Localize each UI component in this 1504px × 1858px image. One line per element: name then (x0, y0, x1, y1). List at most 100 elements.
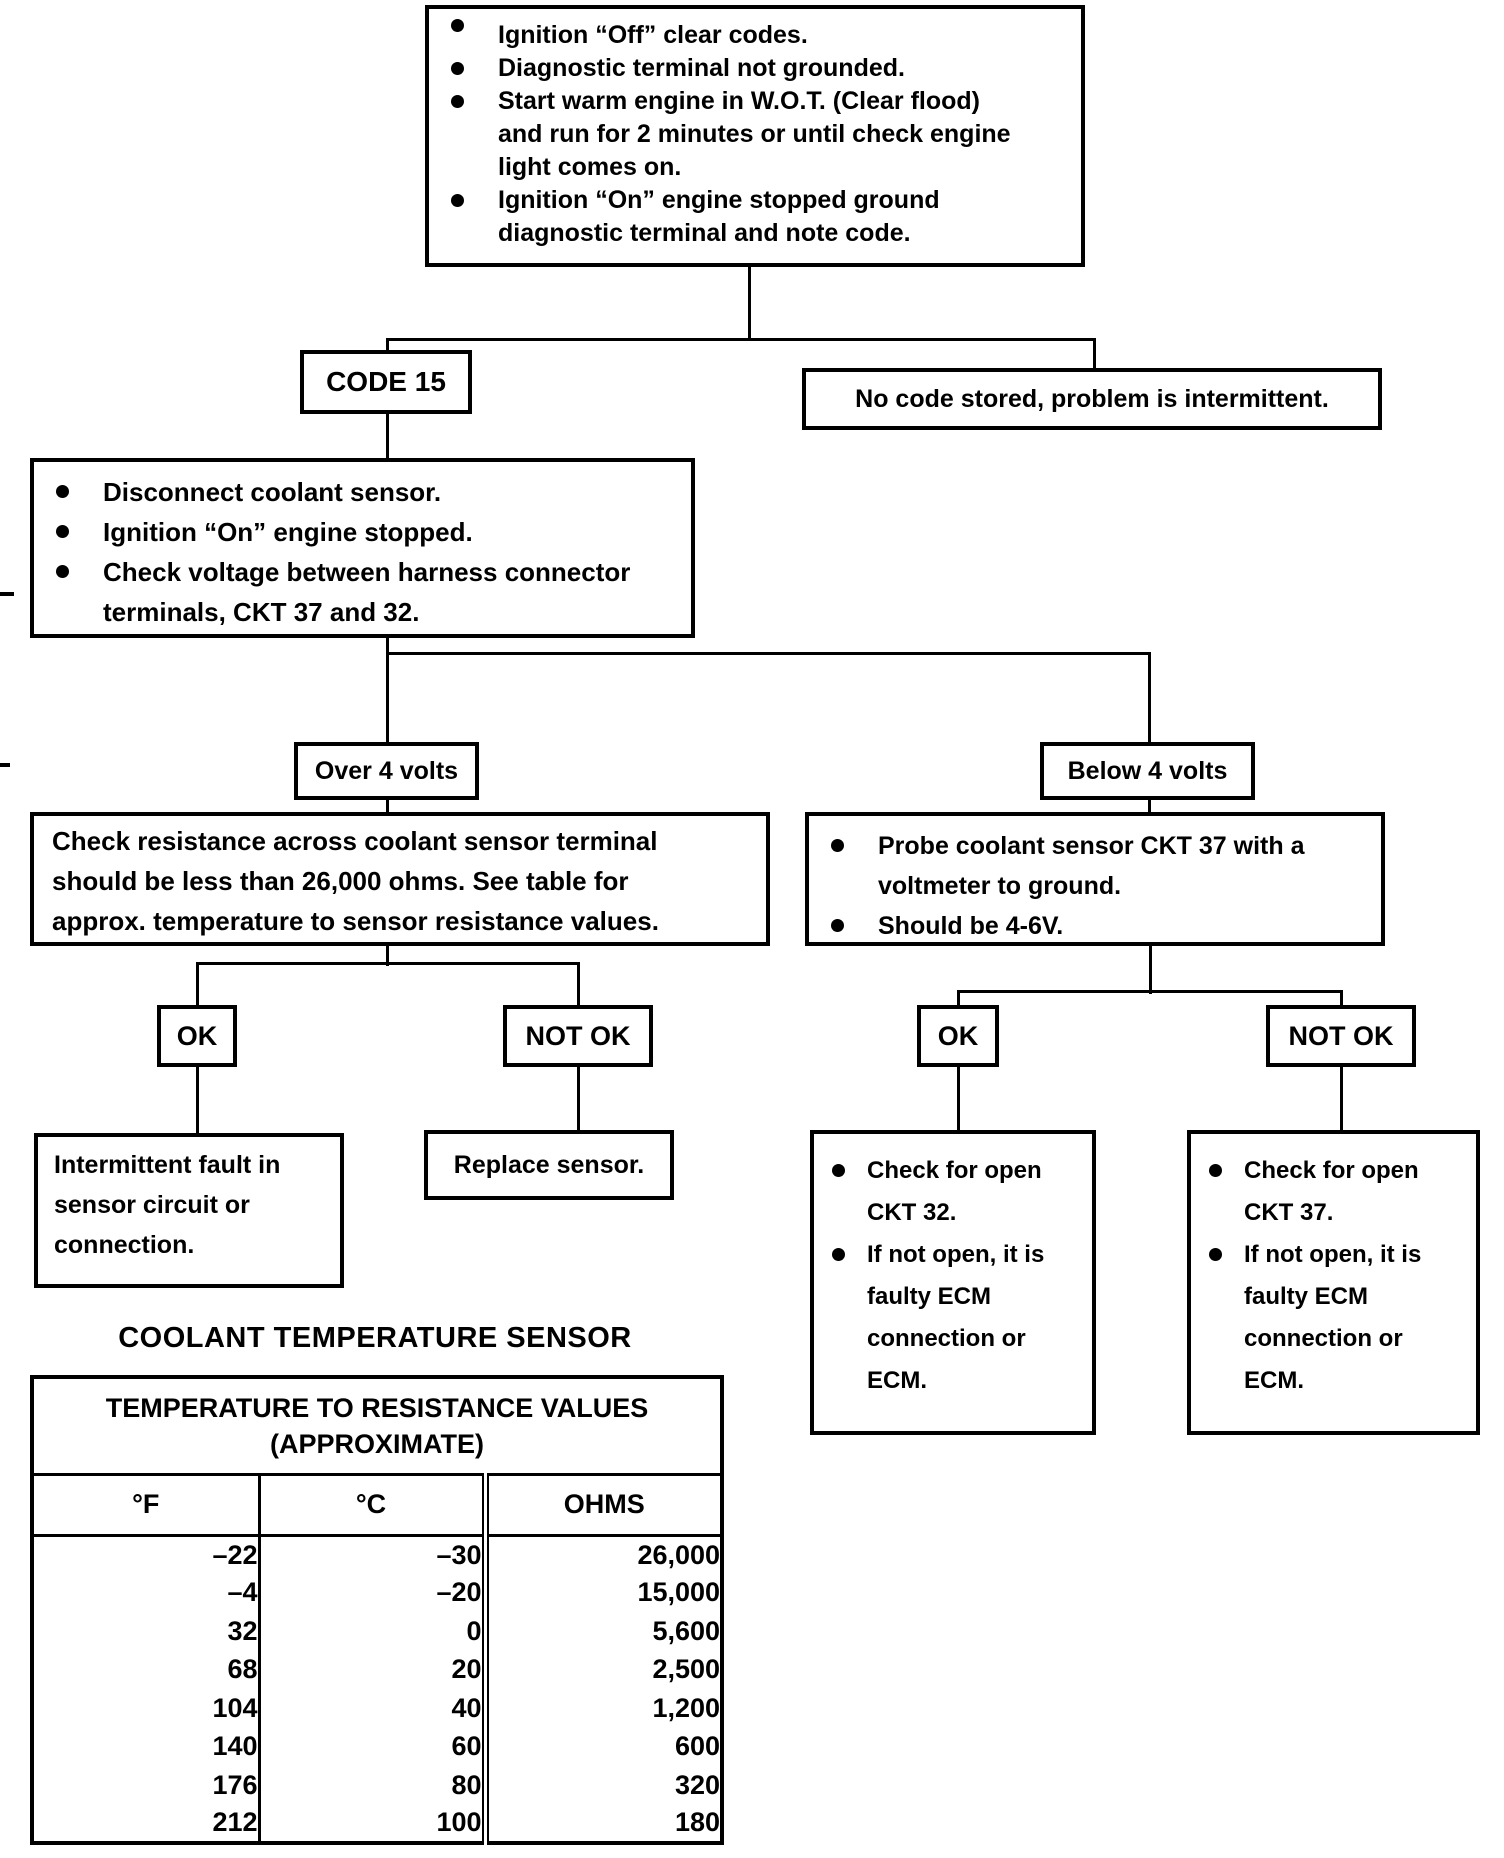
cell-c: 0 (259, 1612, 489, 1651)
cell-ohms: 26,000 (637, 1539, 721, 1570)
connector-line (1149, 944, 1152, 994)
connector-line (386, 412, 389, 460)
connector-line (1148, 652, 1151, 744)
check-resistance-text: Check resistance across coolant sensor t… (52, 826, 659, 936)
connector-line (1093, 338, 1096, 371)
no-code-label: No code stored, problem is intermittent. (855, 384, 1329, 413)
intermittent-text: Intermittent fault in sensor circuit or … (54, 1151, 281, 1259)
over4-box: Over 4 volts (294, 742, 479, 800)
connector-line (386, 944, 389, 966)
code15-box: CODE 15 (300, 350, 472, 414)
cell-c: –30 (259, 1535, 489, 1574)
col-header-c: °C (259, 1474, 489, 1537)
bullet-text: If not open, it is faulty ECM connection… (1244, 1241, 1422, 1394)
bullet-text: Ignition “On” engine stopped. (103, 517, 473, 547)
bullet-item: If not open, it is faulty ECM connection… (1207, 1234, 1470, 1402)
bullet-icon (1209, 1164, 1222, 1177)
bullet-item: Diagnostic terminal not grounded. (445, 52, 1075, 85)
connector-line (1148, 798, 1151, 814)
bullet-item: Check voltage between harness connector … (50, 552, 685, 632)
cell-c: 20 (259, 1650, 489, 1689)
cell-c: –20 (259, 1573, 489, 1612)
bullet-icon (451, 62, 464, 75)
bullet-icon (832, 1164, 845, 1177)
bullet-icon (56, 565, 69, 578)
cell-c: 80 (259, 1765, 489, 1805)
bullet-item: Check for open CKT 32. (830, 1150, 1086, 1234)
bullet-item: Should be 4-6V. (825, 906, 1375, 946)
bullet-item: Probe coolant sensor CKT 37 with a voltm… (825, 826, 1375, 906)
cell-f: 104 (32, 1688, 261, 1728)
notok-left-box: NOT OK (503, 1005, 653, 1067)
connector-line (386, 652, 1151, 655)
notok-label: NOT OK (525, 1020, 631, 1051)
bullet-icon (832, 1248, 845, 1261)
below4-box: Below 4 volts (1040, 742, 1255, 800)
cell-f: 32 (32, 1612, 261, 1651)
column-header-row: °F °C OHMS (32, 1474, 723, 1537)
col-header-f: °F (32, 1474, 261, 1537)
connector-line (957, 1065, 960, 1132)
replace-sensor-box: Replace sensor. (424, 1130, 674, 1200)
check-ckt37-box: Check for open CKT 37. If not open, it i… (1187, 1130, 1480, 1435)
cell-f: –22 (32, 1535, 261, 1574)
bullet-item: Disconnect coolant sensor. (50, 472, 685, 512)
cell-ohms: 320 (674, 1769, 721, 1800)
over4-label: Over 4 volts (314, 756, 459, 785)
cell-ohms: 5,600 (652, 1615, 721, 1646)
start-box: Ignition “Off” clear codes. Diagnostic t… (425, 5, 1085, 267)
bullet-icon (56, 525, 69, 538)
cell-c: 100 (259, 1804, 489, 1843)
ok-left-box: OK (157, 1005, 237, 1067)
cell-f: 68 (32, 1650, 261, 1689)
bullet-item: Check for open CKT 37. (1207, 1150, 1470, 1234)
cell-f: 176 (32, 1765, 261, 1805)
probe-box: Probe coolant sensor CKT 37 with a voltm… (805, 812, 1385, 946)
connector-line (577, 962, 580, 1007)
bullet-text: Diagnostic terminal not grounded. (498, 54, 905, 82)
below4-label: Below 4 volts (1067, 756, 1228, 785)
cell-c: 60 (259, 1727, 489, 1766)
connector-line (386, 338, 389, 354)
bullet-text: Check for open CKT 37. (1244, 1157, 1419, 1226)
bullet-icon (56, 485, 69, 498)
notok-right-box: NOT OK (1266, 1005, 1416, 1067)
connector-line (957, 990, 1343, 993)
bullet-item: If not open, it is faulty ECM connection… (830, 1234, 1086, 1402)
bullet-text: Probe coolant sensor CKT 37 with a voltm… (878, 832, 1305, 900)
bullet-text: Check for open CKT 32. (867, 1157, 1042, 1226)
col-header-ohms: OHMS (485, 1474, 723, 1537)
connector-line (957, 990, 960, 1007)
cell-c: 40 (259, 1688, 489, 1728)
connector-line (1340, 990, 1343, 1007)
bullet-icon (451, 194, 464, 207)
bullet-text: Ignition “On” engine stopped ground diag… (498, 186, 940, 247)
bullet-icon (451, 19, 464, 32)
bullet-item: Ignition “Off” clear codes. (445, 19, 1075, 52)
cell-ohms: 600 (674, 1731, 721, 1762)
cell-f: 140 (32, 1727, 261, 1766)
cell-ohms: 180 (674, 1807, 721, 1838)
no-code-box: No code stored, problem is intermittent. (802, 368, 1382, 430)
bullet-text: Ignition “Off” clear codes. (498, 21, 808, 49)
replace-sensor-text: Replace sensor. (453, 1150, 645, 1179)
resistance-table: TEMPERATURE TO RESISTANCE VALUES (APPROX… (30, 1375, 725, 1845)
bullet-text: Check voltage between harness connector … (103, 557, 631, 627)
connector-line (196, 962, 580, 965)
cell-ohms: 15,000 (637, 1577, 721, 1608)
table-row: –22–30 26,000 (32, 1535, 722, 1574)
table-header: TEMPERATURE TO RESISTANCE VALUES (APPROX… (32, 1377, 723, 1476)
notok-label: NOT OK (1288, 1020, 1394, 1051)
margin-tick (0, 763, 10, 767)
bullet-text: Start warm engine in W.O.T. (Clear flood… (498, 87, 1011, 181)
bullet-icon (831, 839, 844, 852)
check-resistance-box: Check resistance across coolant sensor t… (30, 812, 770, 946)
connector-line (386, 636, 389, 744)
connector-line (386, 798, 389, 814)
